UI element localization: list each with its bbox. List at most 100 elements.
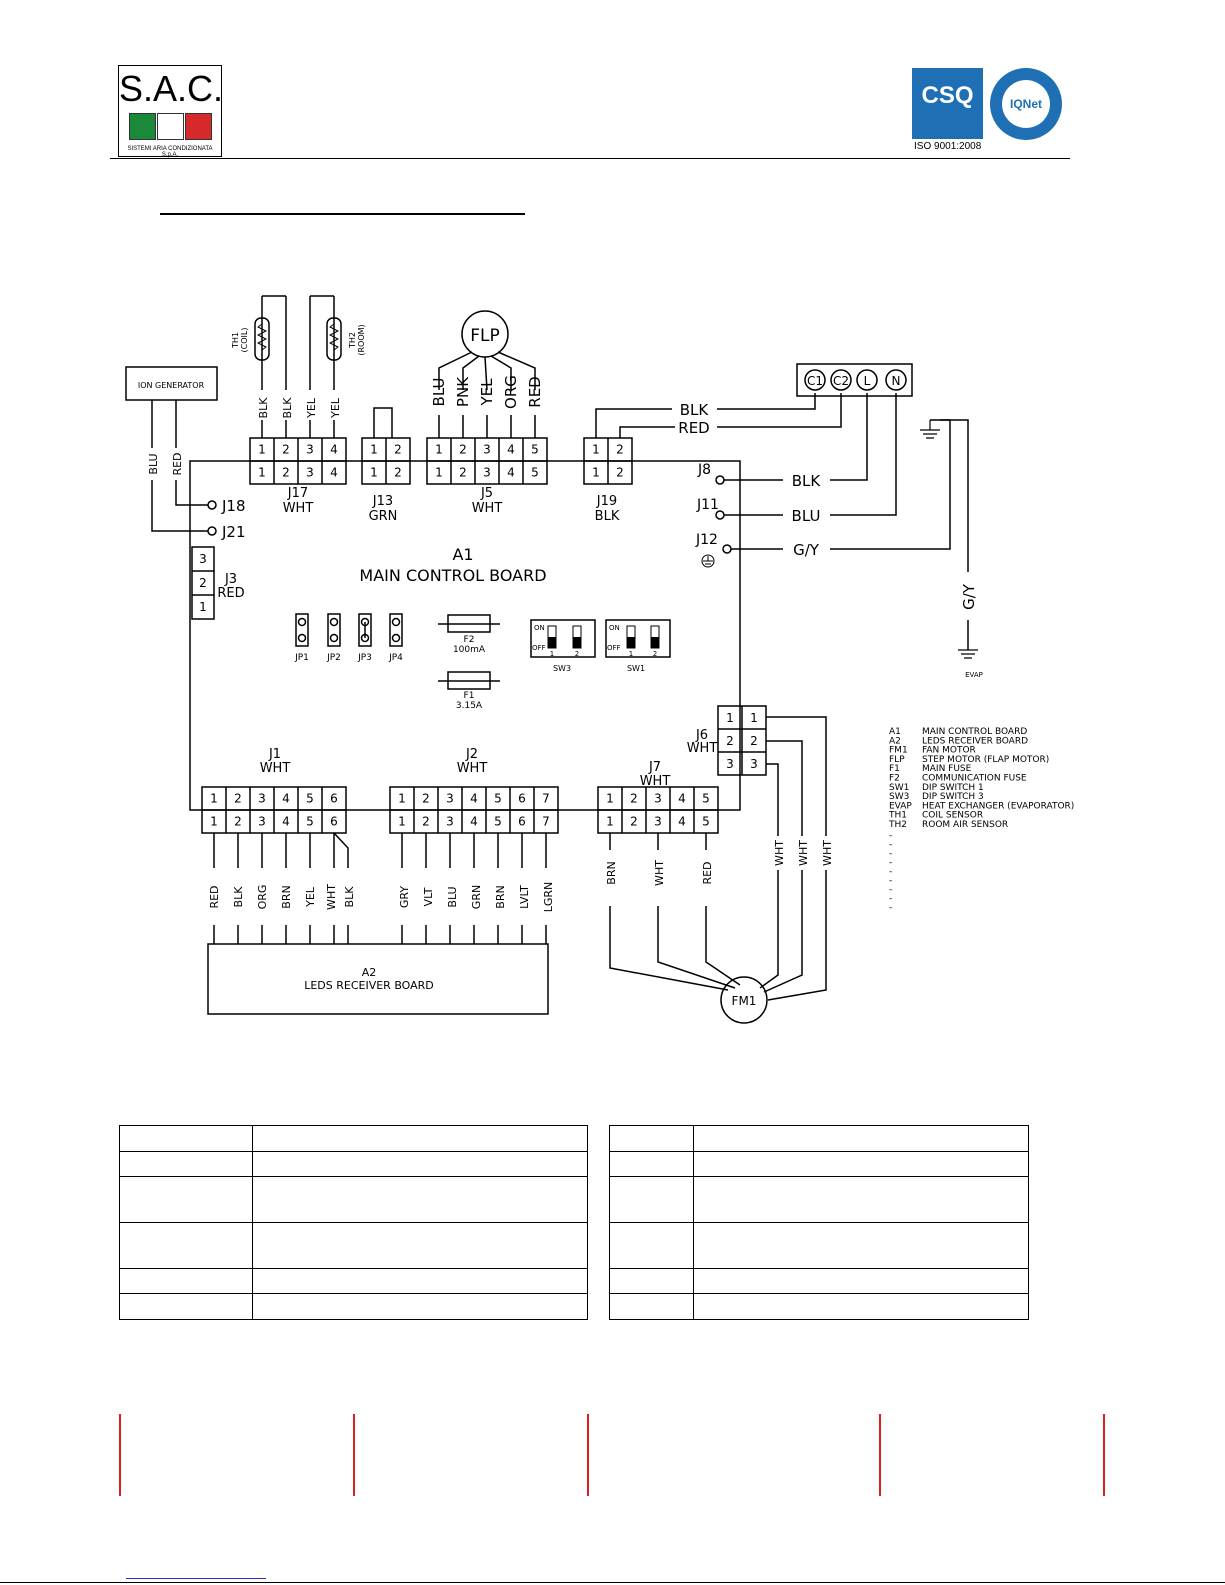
fuse-f2-rating: 100mA (453, 645, 486, 655)
svg-text:-: - (889, 894, 892, 904)
table-cell (609, 1125, 694, 1152)
ion-wire-red (175, 400, 208, 506)
jumper-label: JP1 (294, 653, 309, 663)
j17-wire-label: BLK (281, 397, 294, 419)
j2-wire-label: LGRN (542, 882, 555, 913)
ion-generator-label: ION GENERATOR (138, 381, 205, 390)
legend-code: F2 (889, 774, 900, 784)
j2-pin-label: 6 (518, 792, 526, 806)
terminal-label: N (892, 374, 901, 388)
j1-wire (333, 832, 349, 868)
legend-desc: COMMUNICATION FUSE (922, 774, 1027, 784)
terminal-block (796, 363, 913, 397)
jumper-pin (329, 633, 339, 643)
footer-separator (587, 1414, 589, 1496)
flp-label: FLP (470, 326, 500, 346)
terminal-c1 (804, 369, 826, 391)
j7-pin-label: 2 (630, 792, 638, 806)
j12-label: J12 (695, 532, 718, 548)
j1-pin-label: 4 (282, 792, 290, 806)
j11-label: J11 (696, 497, 719, 513)
j3-housing (191, 546, 215, 620)
j6-wires (759, 716, 827, 1001)
j7-pin-label: 5 (702, 815, 710, 829)
th1-sub: (COIL) (240, 328, 249, 353)
logo-text: S.A.C. (119, 68, 224, 109)
fuse-f1-rating: 3.15A (456, 701, 483, 711)
table-cell (609, 1222, 694, 1269)
legend-desc: DIP SWITCH 1 (922, 783, 984, 793)
j8-point (715, 475, 725, 485)
j2-pin-label: 2 (422, 792, 430, 806)
footer-separator (353, 1414, 355, 1496)
csq-cert-logo: CSQ (912, 68, 983, 139)
legend-desc: DIP SWITCH 3 (922, 792, 984, 802)
legend-code: A1 (889, 727, 901, 737)
j7-pin-label: 3 (654, 792, 662, 806)
board-id: A1 (452, 545, 473, 564)
table-cell (252, 1176, 588, 1223)
svg-text:-: - (889, 840, 892, 850)
fuse-f2 (438, 614, 500, 633)
j17-wire-label: YEL (305, 397, 318, 419)
c1-wire (595, 393, 816, 438)
j7-color: WHT (640, 774, 671, 789)
legend-desc: COIL SENSOR (922, 811, 983, 821)
footer-link-underline[interactable] (126, 1578, 266, 1579)
j5-wire-label: BLU (430, 378, 448, 407)
j2-pin-label: 1 (398, 792, 406, 806)
table-cell (693, 1268, 1029, 1294)
j17-pin-label: 1 (258, 466, 266, 480)
j2-wire-label: LVLT (518, 885, 531, 909)
j1-wire-label: YEL (304, 886, 317, 908)
j19-pin-label: 2 (616, 466, 624, 480)
j2-pin-label: 1 (398, 815, 406, 829)
j1-pin-label: 2 (234, 815, 242, 829)
j18-label: J18 (221, 497, 246, 515)
sw1-off: OFF (607, 644, 621, 652)
table-cell (609, 1151, 694, 1177)
j12-ground-icon (701, 554, 715, 568)
jumper-jp2 (327, 613, 341, 647)
j13-pin-label: 2 (394, 466, 402, 480)
j1-wire-label: BRN (280, 885, 293, 908)
j17-pin-label: 3 (306, 443, 314, 457)
j13-name: J13 (372, 494, 393, 509)
j17-pin-label: 4 (330, 466, 338, 480)
th1-label: TH1 (231, 332, 240, 349)
j5-wire-label: ORG (502, 375, 520, 409)
leds-receiver-board (207, 943, 549, 1015)
j6-wire-label: WHT (821, 840, 834, 866)
csq-text: CSQ (921, 82, 974, 109)
j17-pin-label: 1 (258, 443, 266, 457)
legend-code: A2 (889, 736, 901, 746)
j2-wire-label: VLT (422, 887, 435, 906)
j1-wire-label: ORG (256, 885, 269, 910)
evap-ground-icon (958, 649, 978, 659)
svg-text:-: - (889, 903, 892, 913)
legend-desc: MAIN FUSE (922, 764, 972, 774)
sw3-off: OFF (532, 644, 546, 652)
j13-pin-label: 1 (370, 443, 378, 457)
fuse-f1-id: F1 (464, 691, 475, 701)
j1-pin-label: 3 (258, 792, 266, 806)
j7-pin-label: 2 (630, 815, 638, 829)
j19-color: BLK (595, 509, 620, 524)
j13-color: GRN (369, 509, 398, 524)
table-cell (119, 1151, 253, 1177)
j2-pin-label: 3 (446, 815, 454, 829)
title-underline (160, 213, 525, 215)
j17-color: WHT (283, 501, 314, 516)
j19-name: J19 (596, 494, 617, 509)
j6-wire-label: WHT (797, 840, 810, 866)
j5-pin-label: 3 (483, 466, 491, 480)
